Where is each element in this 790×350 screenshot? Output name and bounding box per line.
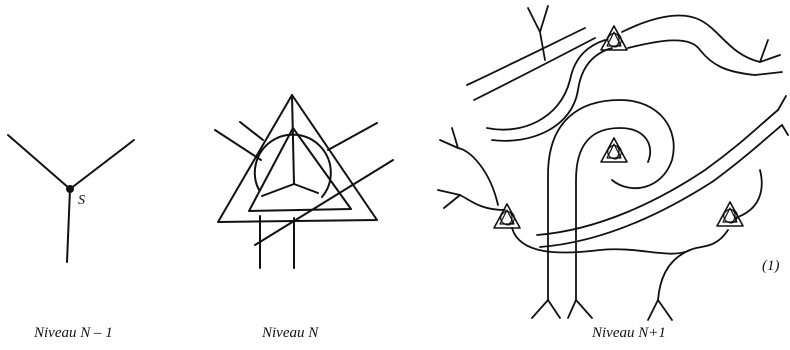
inner-arc: [253, 133, 332, 198]
edge-right: [69, 139, 135, 190]
panel-level-n: [214, 94, 394, 269]
band-top-hook: [486, 39, 606, 131]
knot-top: [600, 25, 628, 51]
strand-center-left: [261, 183, 295, 197]
branch-bottom-right: [647, 299, 673, 321]
band-top-left-b: [473, 37, 596, 101]
strand-left-outer: [214, 129, 262, 161]
panel-level-n-minus-1: [7, 134, 135, 263]
knot-center: [600, 137, 628, 163]
strand-top-right-2: [627, 39, 756, 76]
spiral-outer: [547, 99, 675, 301]
strand-lower-left: [459, 194, 691, 255]
inner-triangle: [248, 127, 352, 212]
band-right-a: [536, 109, 779, 236]
branch-left: [437, 127, 461, 209]
equation-tag: (1): [762, 258, 780, 274]
branch-tr: [754, 39, 783, 76]
caption-level-n: Niveau N: [262, 325, 319, 341]
branch-right-mid: [777, 95, 789, 136]
strand-top-right: [621, 14, 761, 63]
vertex-label: S: [78, 193, 85, 208]
band-top-left-a: [466, 27, 586, 86]
strand-right-outer: [327, 122, 378, 151]
panel-level-n-plus-1: [437, 5, 789, 321]
branch-bottom-left: [531, 299, 593, 319]
caption-level-n-minus-1: Niveau N – 1: [34, 325, 113, 341]
caption-level-n-plus-1: Niveau N+1: [592, 325, 666, 341]
band-right-b: [539, 124, 783, 248]
branch-tl: [527, 5, 549, 61]
strand-center-right: [293, 183, 319, 194]
knot-left: [493, 203, 521, 229]
outer-triangle: [217, 94, 378, 223]
band-top-hook-2: [491, 47, 613, 142]
strand-left-top: [457, 147, 499, 206]
strand-right-long: [254, 159, 394, 246]
strand-up: [291, 94, 295, 185]
vertex-s: [66, 185, 74, 193]
edge-down: [66, 188, 71, 263]
strand-left-outer-2: [239, 121, 264, 141]
spiral-inner: [575, 127, 651, 301]
edge-left: [7, 134, 71, 190]
knot-right: [716, 201, 744, 227]
